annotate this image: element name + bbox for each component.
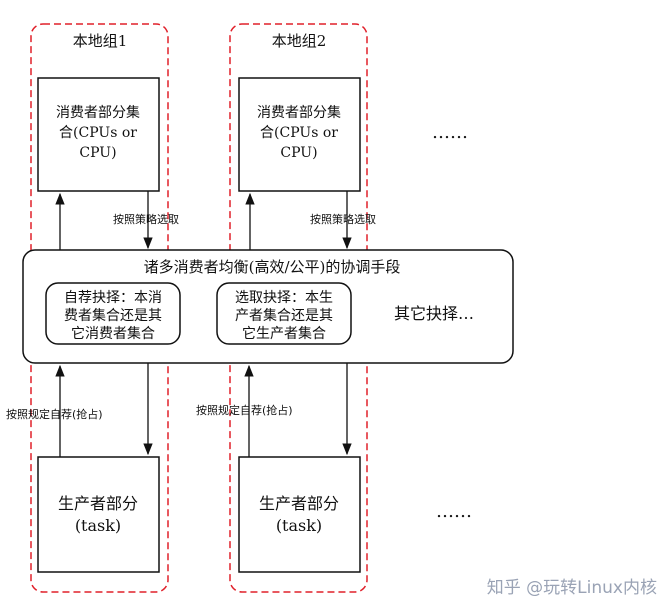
select-option-line-1: 选取抉择：本生 bbox=[235, 290, 333, 306]
consumer-box-1-line-2: 合(CPUs or bbox=[59, 125, 137, 141]
strategy-label-2: 按照策略选取 bbox=[310, 212, 376, 226]
ellipsis-top: …… bbox=[432, 122, 468, 143]
group-1-title: 本地组1 bbox=[73, 32, 128, 50]
producer-box-1-line-2: (task) bbox=[75, 516, 121, 535]
producer-box-2 bbox=[238, 456, 361, 573]
strategy-label-1: 按照策略选取 bbox=[113, 212, 179, 226]
group-2-border bbox=[229, 23, 368, 593]
preempt-label-1: 按照规定自荐(抢占) bbox=[6, 407, 103, 421]
producer-box-1-line-1: 生产者部分 bbox=[58, 494, 138, 513]
select-option-line-3: 它生产者集合 bbox=[242, 325, 326, 342]
consumer-box-2-line-3: CPU) bbox=[280, 145, 317, 161]
producer-box-2-line-2: (task) bbox=[276, 516, 322, 535]
self-recommend-line-2: 费者集合还是其 bbox=[64, 307, 162, 324]
consumer-box-2-line-2: 合(CPUs or bbox=[260, 125, 338, 141]
consumer-box-1-line-3: CPU) bbox=[79, 145, 116, 161]
producer-box-1 bbox=[37, 456, 160, 573]
coordination-box: 诸多消费者均衡(高效/公平)的协调手段 自荐抉择：本消 费者集合还是其 它消费者… bbox=[22, 249, 514, 364]
other-options-label: 其它抉择… bbox=[394, 304, 474, 323]
select-option bbox=[216, 282, 352, 345]
select-option-line-2: 产者集合还是其 bbox=[235, 307, 333, 324]
group-1-border bbox=[30, 23, 169, 593]
consumer-box-2 bbox=[238, 77, 361, 192]
consumer-box-1 bbox=[37, 77, 160, 192]
group-2-title: 本地组2 bbox=[272, 32, 327, 50]
self-recommend-option bbox=[45, 282, 181, 345]
ellipsis-bottom: …… bbox=[436, 501, 472, 522]
producer-box-2-line-1: 生产者部分 bbox=[259, 494, 339, 513]
self-recommend-line-3: 它消费者集合 bbox=[71, 325, 155, 342]
preempt-label-2: 按照规定自荐(抢占) bbox=[196, 403, 293, 417]
local-group-2: 本地组2 消费者部分集 合(CPUs or CPU) 生产者部分 (task) bbox=[229, 23, 368, 593]
coordination-title: 诸多消费者均衡(高效/公平)的协调手段 bbox=[144, 258, 401, 276]
consumer-box-2-line-1: 消费者部分集 bbox=[257, 104, 341, 121]
watermark: 知乎 @玩转Linux内核 bbox=[487, 578, 657, 598]
local-group-1: 本地组1 消费者部分集 合(CPUs or CPU) 生产者部分 (task) bbox=[30, 23, 169, 593]
self-recommend-line-1: 自荐抉择：本消 bbox=[64, 290, 162, 306]
consumer-box-1-line-1: 消费者部分集 bbox=[56, 104, 140, 121]
